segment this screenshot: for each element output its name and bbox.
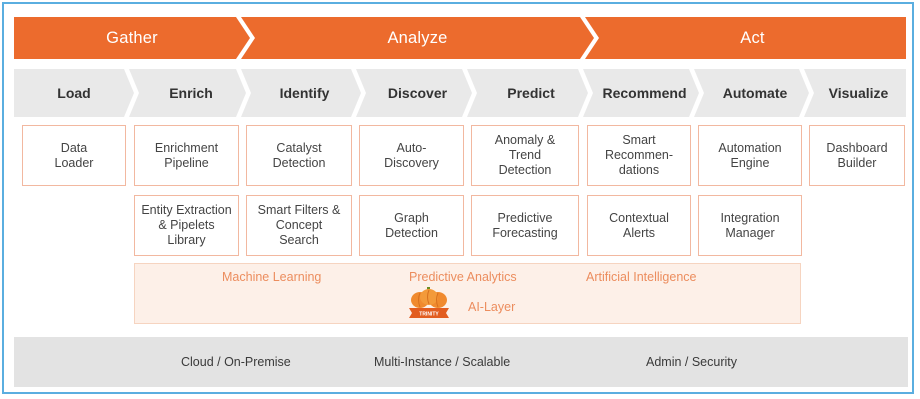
component-integration-manager: Integration Manager xyxy=(698,195,802,256)
component-smart-filters: Smart Filters & Concept Search xyxy=(246,195,352,256)
step-recommend: Recommend xyxy=(602,85,687,101)
step-automate: Automate xyxy=(722,85,788,101)
ai-item-predictive-analytics: Predictive Analytics xyxy=(409,270,517,284)
step-visualize: Visualize xyxy=(828,85,889,101)
phase-act: Act xyxy=(740,29,765,47)
ai-item-machine-learning: Machine Learning xyxy=(222,270,322,284)
ai-layer-label: AI-Layer xyxy=(468,300,516,314)
component-contextual-alerts: Contextual Alerts xyxy=(587,195,691,256)
component-automation-engine: Automation Engine xyxy=(698,125,802,186)
step-load: Load xyxy=(57,85,91,101)
step-discover: Discover xyxy=(387,85,448,101)
component-auto-discovery: Auto- Discovery xyxy=(359,125,464,186)
ai-layer-panel xyxy=(134,263,801,324)
component-data-loader: Data Loader xyxy=(22,125,126,186)
component-enrichment-pipeline: Enrichment Pipeline xyxy=(134,125,239,186)
infra-cloud-on-premise: Cloud / On-Premise xyxy=(181,355,291,369)
step-enrich: Enrich xyxy=(169,85,213,101)
component-dashboard-builder: Dashboard Builder xyxy=(809,125,905,186)
phase-analyze: Analyze xyxy=(387,29,448,47)
component-anomaly-trend-detection: Anomaly & Trend Detection xyxy=(471,125,579,186)
trinity-pumpkin-logo-icon: TRINITY xyxy=(409,287,449,318)
component-predictive-forecasting: Predictive Forecasting xyxy=(471,195,579,256)
component-graph-detection: Graph Detection xyxy=(359,195,464,256)
phase-gather: Gather xyxy=(106,29,158,47)
ai-item-artificial-intelligence: Artificial Intelligence xyxy=(586,270,697,284)
trinity-logo-text: TRINITY xyxy=(419,312,439,318)
step-predict: Predict xyxy=(507,85,555,101)
step-identify: Identify xyxy=(279,85,330,101)
infra-admin-security: Admin / Security xyxy=(646,355,738,369)
component-smart-recommendations: Smart Recommen- dations xyxy=(587,125,691,186)
infrastructure-bar xyxy=(14,337,908,387)
component-catalyst-detection: Catalyst Detection xyxy=(246,125,352,186)
infra-multi-instance-scalable: Multi-Instance / Scalable xyxy=(374,355,511,369)
component-entity-extraction: Entity Extraction & Pipelets Library xyxy=(134,195,239,256)
